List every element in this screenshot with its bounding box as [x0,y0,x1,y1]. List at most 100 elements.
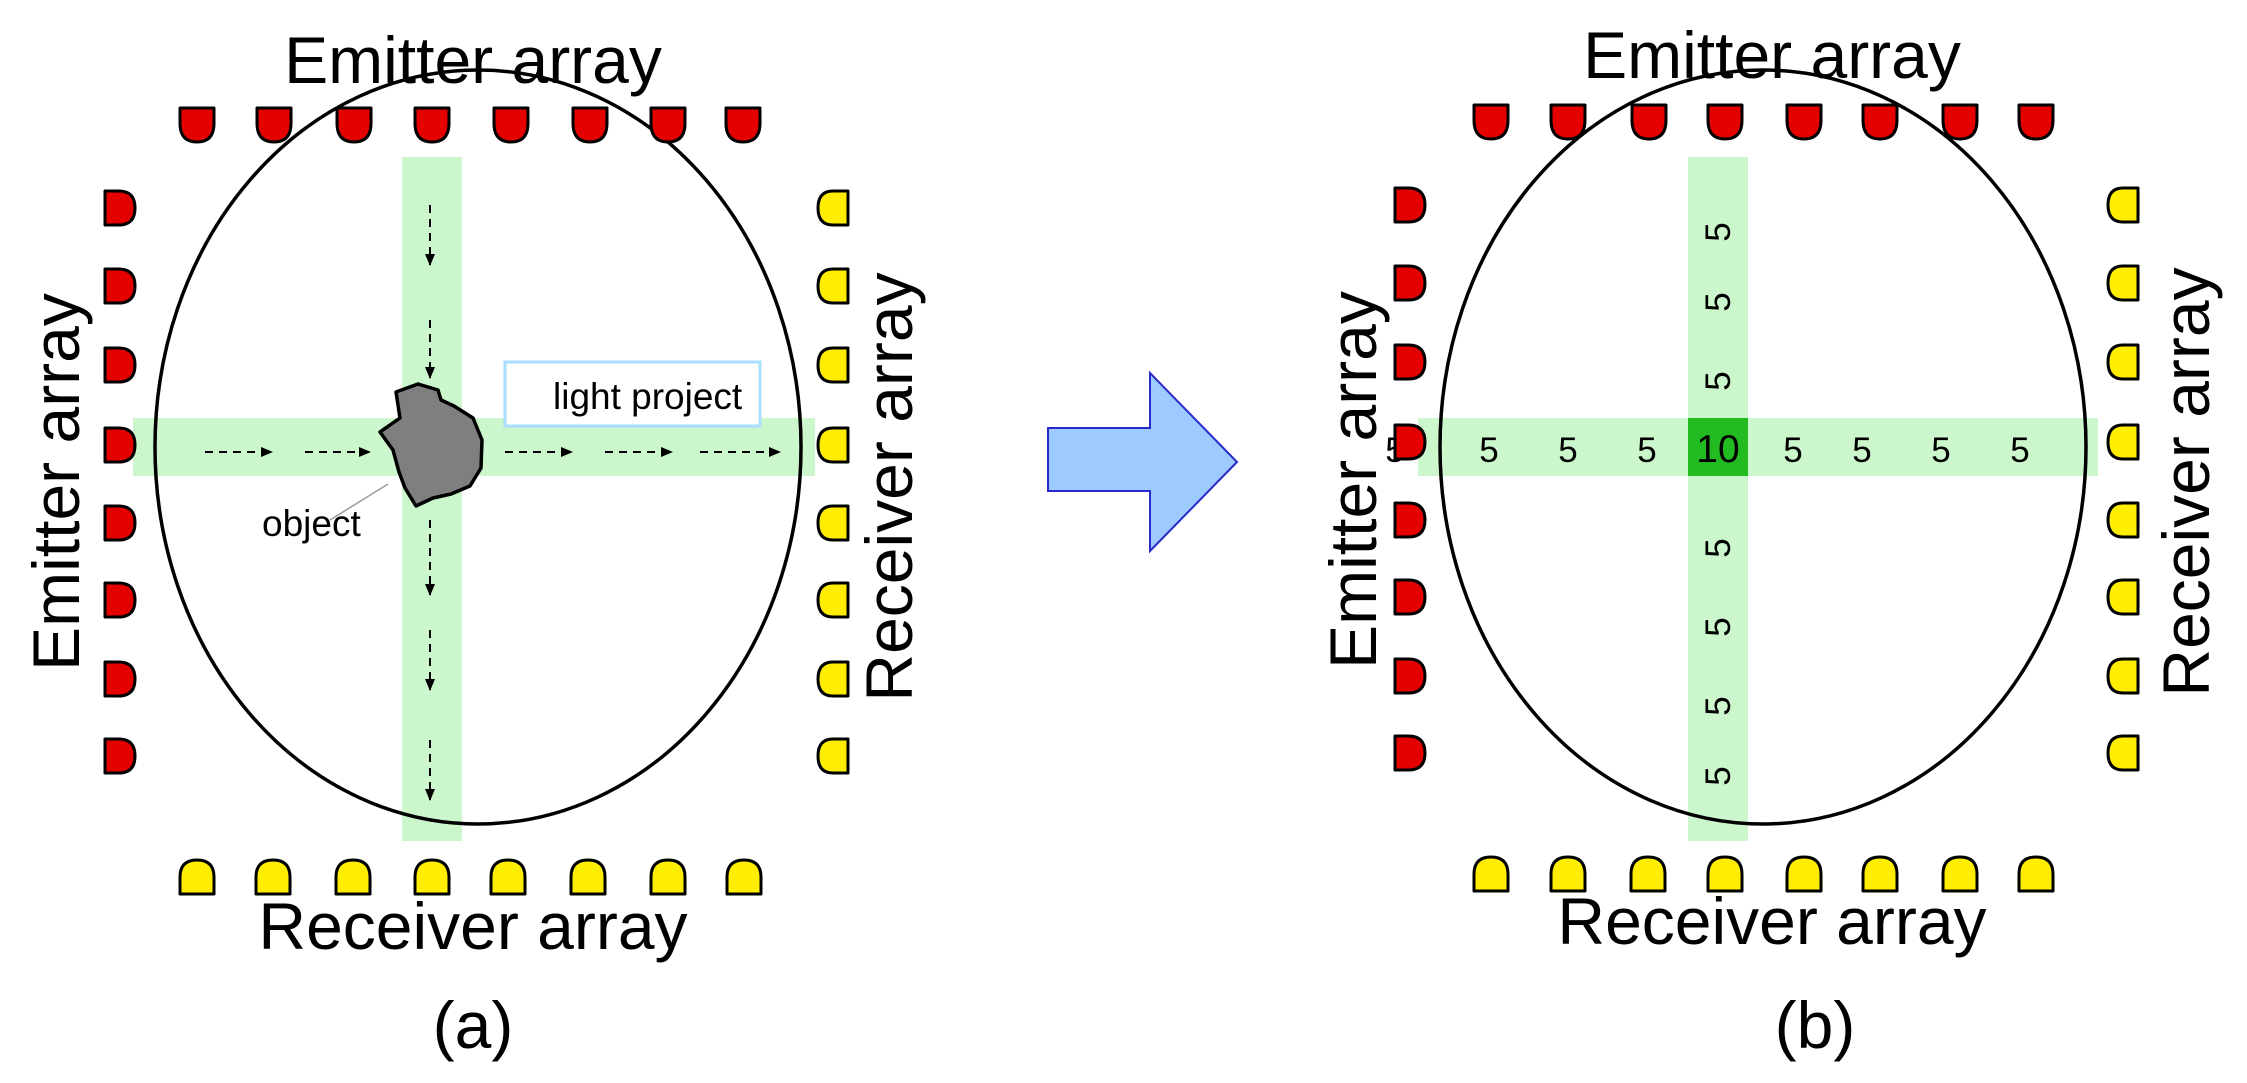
receiver-led [2106,423,2140,461]
emitter-led [571,106,609,144]
horizontal-projection-values: 5 5 5 5 10 5 5 5 5 [1385,428,2029,471]
emitter-led [1393,423,1427,461]
receiver-led [2106,343,2140,381]
emitter-led [413,106,451,144]
object-pointer-line [329,483,389,521]
receiver-led [649,858,687,896]
receiver-led [816,426,850,464]
emitter-led [1941,103,1979,141]
emitter-led [103,426,137,464]
emitter-led [103,581,137,619]
h-value: 5 [1852,431,1871,470]
emitter-led [335,106,373,144]
emitter-led [103,504,137,542]
v-value: 5 [1699,538,1738,557]
emitter-led [255,106,293,144]
emitter-led [103,189,137,227]
emitter-led [1861,103,1899,141]
emitter-led [1785,103,1823,141]
receiver-array-right-label: Receiver array [852,272,926,701]
emitter-led [1393,657,1427,695]
receiver-led [1629,855,1667,893]
v-value: 5 [1699,222,1738,241]
h-value: 5 [1931,431,1950,470]
overlap-cell [1688,418,1748,476]
light-project-label: light project [553,376,743,417]
emitter-led [1549,103,1587,141]
h-value: 5 [1783,431,1802,470]
v-value: 5 [1699,766,1738,785]
v-value: 5 [1699,696,1738,715]
h-value: 5 [1479,431,1498,470]
receiver-led [816,189,850,227]
emitter-led [103,737,137,775]
emitter-led [1630,103,1668,141]
h-value: 5 [1558,431,1577,470]
receiver-led [816,267,850,305]
receiver-led [489,858,527,896]
emitter-led [1393,501,1427,539]
emitter-array-top [178,106,762,144]
receiver-led [816,737,850,775]
caption-a: (a) [433,988,514,1062]
receiver-led [1549,855,1587,893]
receiver-led [1941,855,1979,893]
emitter-led [649,106,687,144]
v-value: 5 [1699,617,1738,636]
receiver-led [334,858,372,896]
caption-b: (b) [1775,988,1856,1062]
emitter-led [1393,343,1427,381]
receiver-led [816,504,850,542]
emitter-array-top-label: Emitter array [284,23,662,97]
receiver-array-bottom-label: Receiver array [258,889,687,963]
detection-area-circle-b [1438,68,2088,826]
receiver-array-right-label-b: Receiver array [2149,267,2223,696]
emitter-led [178,106,216,144]
receiver-led [1861,855,1899,893]
emitter-array-left [103,189,137,775]
emitter-led [1393,186,1427,224]
object-shape [378,382,484,508]
emitter-led [103,267,137,305]
receiver-array-bottom-b [1472,855,2055,893]
receiver-led [569,858,607,896]
receiver-led [816,346,850,384]
transition-arrow [1047,370,1239,554]
receiver-led [2106,186,2140,224]
emitter-led [1393,734,1427,772]
panel-b: 5 5 5 5 10 5 5 5 5 5 5 5 5 5 5 5 Emitter… [1316,18,2223,1062]
emitter-array-left-label-b: Emitter array [1316,291,1390,669]
receiver-led [2106,501,2140,539]
vertical-projection-values: 5 5 5 5 5 5 5 [1699,222,1738,785]
h-value: 5 [1637,431,1656,470]
receiver-led [2106,734,2140,772]
receiver-led [2106,264,2140,302]
object-label: object [262,503,361,544]
receiver-array-bottom-label-b: Receiver array [1557,884,1986,958]
emitter-led [2017,103,2055,141]
horizontal-beam-b [1418,418,2098,476]
receiver-led [725,858,763,896]
emitter-led [1706,103,1744,141]
emitter-led [492,106,530,144]
detection-area-circle [153,68,803,826]
receiver-led [178,858,216,896]
receiver-led [1706,855,1744,893]
receiver-led [2106,657,2140,695]
receiver-led [254,858,292,896]
receiver-led [816,660,850,698]
emitter-array-top-b [1472,103,2055,141]
receiver-led [2106,578,2140,616]
receiver-led [1472,855,1510,893]
light-rays [205,205,781,801]
receiver-array-right [816,189,850,775]
receiver-array-right-b [2106,186,2140,772]
emitter-array-top-label-b: Emitter array [1583,18,1961,92]
h-value: 5 [2010,431,2029,470]
emitter-array-left-b [1393,186,1427,772]
receiver-array-bottom [178,858,763,896]
vertical-beam-b [1688,157,1748,841]
panel-a: object light project Emitter array Recei… [19,23,926,1062]
emitter-led [1393,578,1427,616]
